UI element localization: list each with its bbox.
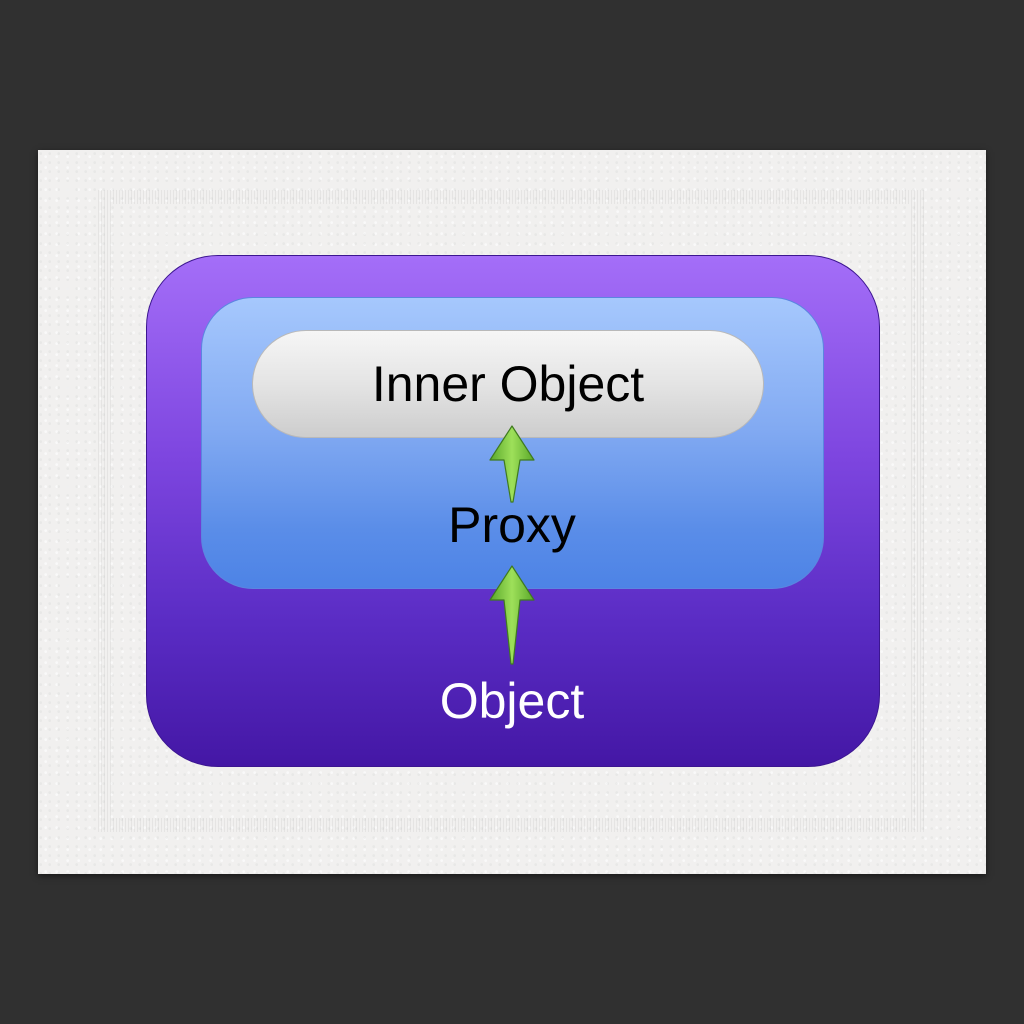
proxy-label: Proxy — [448, 497, 576, 553]
inner-object-node: Inner Object — [252, 330, 764, 438]
inner-object-label: Inner Object — [371, 356, 645, 412]
arrow-object-to-proxy — [489, 565, 535, 665]
arrow-proxy-to-inner-object — [489, 425, 535, 503]
object-label: Object — [439, 673, 585, 729]
